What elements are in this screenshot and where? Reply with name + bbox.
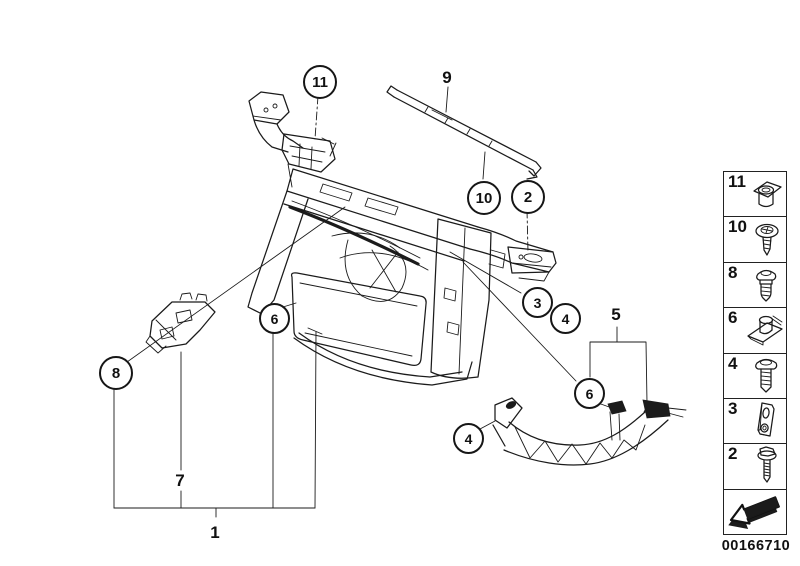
washer-screw-icon (757, 446, 777, 484)
sealing-strip-part-9[interactable] (386, 85, 542, 180)
callout-9[interactable]: 9 (442, 67, 452, 87)
callout-1[interactable]: 1 (210, 522, 220, 542)
front-panel-part-1[interactable] (247, 168, 506, 386)
clip-nut-icon (747, 315, 783, 346)
callout-4-left[interactable]: 4 (453, 423, 484, 454)
callout-8[interactable]: 8 (99, 356, 133, 390)
legend-item-label: 10 (728, 217, 747, 237)
legend-item-6[interactable]: 6 (724, 307, 786, 352)
legend-item-10[interactable]: 10 (724, 216, 786, 261)
tapping-screw-icon (755, 223, 779, 256)
legend-item-label: 8 (728, 262, 738, 282)
callout-5[interactable]: 5 (611, 304, 621, 324)
legend-item-label: 3 (728, 398, 738, 418)
callout-11[interactable]: 11 (303, 65, 337, 99)
callout-3[interactable]: 3 (522, 287, 553, 318)
legend-item-2[interactable]: 2 (724, 443, 786, 488)
headlight-bracket-part-5[interactable] (492, 397, 687, 466)
hardware-legend: 11 10 8 (723, 171, 787, 535)
legend-item-label: 4 (728, 353, 738, 373)
grommet-nut-icon (753, 181, 782, 208)
bracket-part-11[interactable] (248, 91, 337, 188)
legend-item-3[interactable]: 3 (724, 397, 786, 443)
callout-7[interactable]: 7 (175, 470, 185, 490)
legend-item-arrow (724, 488, 786, 534)
bracket-part-2[interactable] (469, 226, 557, 282)
callout-6-right[interactable]: 6 (574, 378, 605, 409)
bracket-part-7[interactable] (145, 292, 216, 354)
slot-nut-icon (757, 402, 775, 437)
leader-lines (113, 86, 648, 518)
hex-bolt-icon (755, 358, 778, 393)
legend-item-label: 11 (728, 172, 746, 191)
callout-10[interactable]: 10 (467, 181, 501, 215)
torx-bolt-icon (756, 269, 777, 302)
direction-arrow-icon (728, 496, 780, 529)
callout-2[interactable]: 2 (511, 180, 545, 214)
legend-item-11[interactable]: 11 (724, 172, 786, 216)
legend-item-8[interactable]: 8 (724, 261, 786, 307)
callout-6-left[interactable]: 6 (259, 303, 290, 334)
diagram-number: 00166710 (721, 538, 791, 554)
callout-4-right[interactable]: 4 (550, 303, 581, 334)
legend-item-label: 6 (728, 308, 738, 328)
legend-item-label: 2 (728, 444, 738, 464)
legend-item-4[interactable]: 4 (724, 352, 786, 398)
